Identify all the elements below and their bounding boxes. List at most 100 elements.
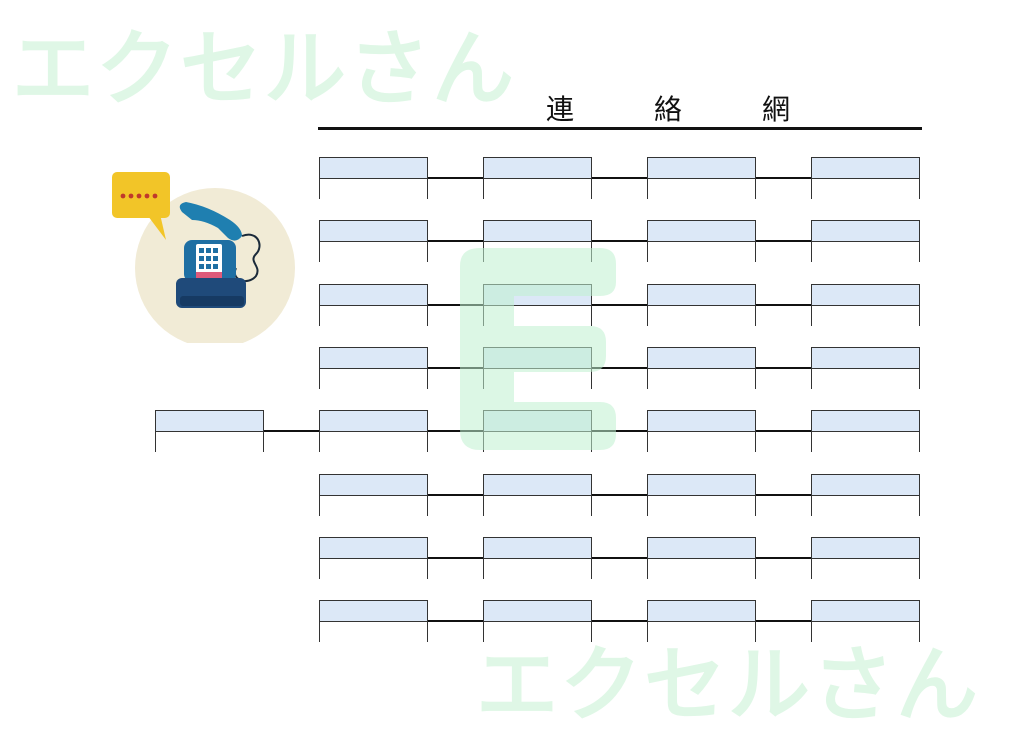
name-field[interactable] [648, 475, 755, 496]
phone-field[interactable] [812, 369, 919, 389]
contact-box-r3-c2[interactable] [483, 284, 592, 326]
name-field[interactable] [156, 411, 263, 432]
name-field[interactable] [484, 348, 591, 369]
contact-box-r1-c4[interactable] [811, 157, 920, 199]
name-field[interactable] [320, 221, 427, 242]
name-field[interactable] [484, 221, 591, 242]
phone-field[interactable] [320, 432, 427, 452]
name-field[interactable] [320, 285, 427, 306]
name-field[interactable] [812, 285, 919, 306]
phone-field[interactable] [812, 306, 919, 326]
phone-field[interactable] [156, 432, 263, 452]
contact-box-r7-c4[interactable] [811, 537, 920, 579]
contact-box-r7-c2[interactable] [483, 537, 592, 579]
name-field[interactable] [320, 475, 427, 496]
contact-box-start[interactable] [155, 410, 264, 452]
contact-box-r7-c1[interactable] [319, 537, 428, 579]
contact-box-r1-c1[interactable] [319, 157, 428, 199]
phone-field[interactable] [484, 306, 591, 326]
phone-field[interactable] [812, 432, 919, 452]
phone-field[interactable] [320, 369, 427, 389]
name-field[interactable] [648, 538, 755, 559]
contact-box-r4-c3[interactable] [647, 347, 756, 389]
contact-box-r4-c2[interactable] [483, 347, 592, 389]
contact-box-r2-c3[interactable] [647, 220, 756, 262]
contact-box-r6-c3[interactable] [647, 474, 756, 516]
name-field[interactable] [484, 475, 591, 496]
contact-box-r5-c3[interactable] [647, 410, 756, 452]
contact-box-r5-c2[interactable] [483, 410, 592, 452]
connector-line [756, 177, 811, 179]
phone-field[interactable] [320, 242, 427, 262]
phone-field[interactable] [812, 496, 919, 516]
phone-field[interactable] [812, 622, 919, 642]
contact-box-r6-c2[interactable] [483, 474, 592, 516]
name-field[interactable] [648, 411, 755, 432]
name-field[interactable] [320, 601, 427, 622]
phone-field[interactable] [648, 306, 755, 326]
name-field[interactable] [484, 601, 591, 622]
name-field[interactable] [812, 411, 919, 432]
contact-box-r3-c4[interactable] [811, 284, 920, 326]
phone-field[interactable] [648, 622, 755, 642]
phone-field[interactable] [320, 306, 427, 326]
phone-field[interactable] [812, 242, 919, 262]
phone-field[interactable] [648, 496, 755, 516]
name-field[interactable] [648, 285, 755, 306]
contact-box-r1-c3[interactable] [647, 157, 756, 199]
phone-field[interactable] [484, 432, 591, 452]
name-field[interactable] [812, 158, 919, 179]
name-field[interactable] [484, 158, 591, 179]
phone-field[interactable] [812, 179, 919, 199]
contact-box-r4-c4[interactable] [811, 347, 920, 389]
name-field[interactable] [648, 221, 755, 242]
phone-field[interactable] [320, 559, 427, 579]
contact-box-r3-c3[interactable] [647, 284, 756, 326]
name-field[interactable] [812, 221, 919, 242]
name-field[interactable] [812, 601, 919, 622]
phone-field[interactable] [648, 369, 755, 389]
phone-field[interactable] [484, 496, 591, 516]
name-field[interactable] [320, 158, 427, 179]
phone-field[interactable] [484, 622, 591, 642]
phone-field[interactable] [484, 369, 591, 389]
name-field[interactable] [648, 348, 755, 369]
contact-box-r8-c2[interactable] [483, 600, 592, 642]
contact-box-r8-c4[interactable] [811, 600, 920, 642]
contact-box-r2-c4[interactable] [811, 220, 920, 262]
phone-field[interactable] [648, 179, 755, 199]
phone-field[interactable] [812, 559, 919, 579]
contact-box-r1-c2[interactable] [483, 157, 592, 199]
name-field[interactable] [812, 475, 919, 496]
name-field[interactable] [484, 538, 591, 559]
contact-box-r2-c1[interactable] [319, 220, 428, 262]
phone-field[interactable] [484, 179, 591, 199]
name-field[interactable] [320, 411, 427, 432]
name-field[interactable] [812, 348, 919, 369]
name-field[interactable] [648, 601, 755, 622]
contact-box-r5-c4[interactable] [811, 410, 920, 452]
name-field[interactable] [320, 348, 427, 369]
name-field[interactable] [648, 158, 755, 179]
contact-box-r5-c1[interactable] [319, 410, 428, 452]
contact-box-r6-c1[interactable] [319, 474, 428, 516]
contact-box-r4-c1[interactable] [319, 347, 428, 389]
name-field[interactable] [320, 538, 427, 559]
phone-field[interactable] [320, 622, 427, 642]
phone-field[interactable] [648, 242, 755, 262]
phone-field[interactable] [320, 179, 427, 199]
phone-field[interactable] [648, 432, 755, 452]
contact-box-r3-c1[interactable] [319, 284, 428, 326]
phone-field[interactable] [320, 496, 427, 516]
name-field[interactable] [484, 285, 591, 306]
contact-box-r8-c1[interactable] [319, 600, 428, 642]
phone-field[interactable] [648, 559, 755, 579]
contact-box-r6-c4[interactable] [811, 474, 920, 516]
name-field[interactable] [812, 538, 919, 559]
phone-field[interactable] [484, 559, 591, 579]
name-field[interactable] [484, 411, 591, 432]
contact-box-r2-c2[interactable] [483, 220, 592, 262]
contact-box-r7-c3[interactable] [647, 537, 756, 579]
phone-field[interactable] [484, 242, 591, 262]
contact-box-r8-c3[interactable] [647, 600, 756, 642]
